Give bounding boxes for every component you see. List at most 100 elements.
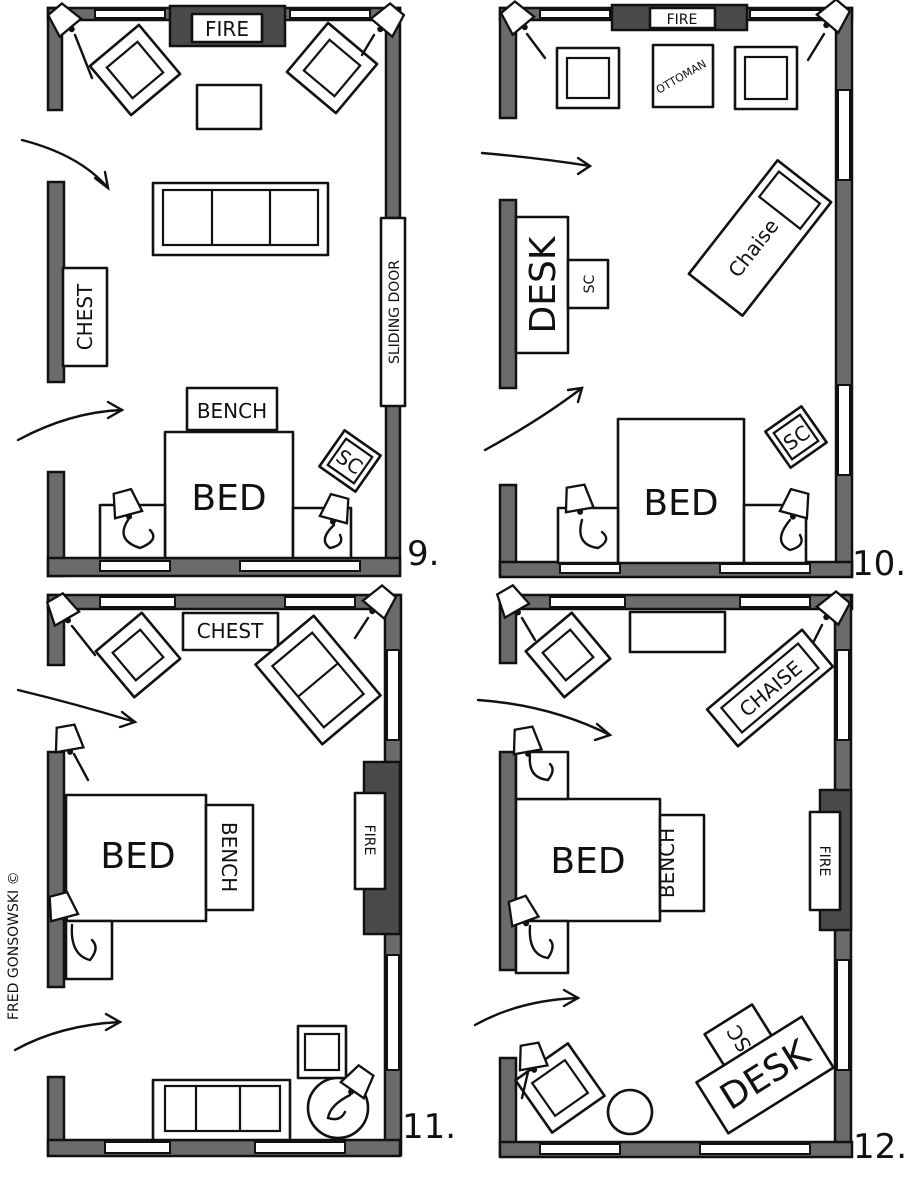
- armchair: [524, 611, 612, 699]
- window: [749, 9, 821, 19]
- armchair: [733, 45, 799, 111]
- entry-arrow-icon: [13, 1020, 122, 1052]
- bed: [64, 793, 208, 923]
- sliding-door: [379, 216, 407, 408]
- window: [739, 596, 811, 608]
- window: [386, 954, 400, 1071]
- bench-label: BENCH: [197, 399, 267, 423]
- window: [836, 649, 850, 741]
- plan-number: 9.: [407, 534, 439, 574]
- chaise-lounge: Chaise: [687, 159, 833, 317]
- window: [99, 596, 176, 608]
- lamp-icon: [50, 722, 86, 759]
- armchair: [285, 21, 379, 115]
- west-wall: [498, 198, 518, 390]
- window: [837, 384, 851, 476]
- window: [837, 89, 851, 181]
- window: [386, 649, 400, 741]
- chest-label: CHEST: [197, 619, 264, 643]
- bed: [616, 417, 746, 565]
- sofa: [151, 1078, 292, 1142]
- fireplace-hearth: [353, 791, 387, 891]
- entry-arrow-icon: [476, 698, 612, 737]
- artist-signature: FRED GONSOWSKI ©: [6, 871, 22, 1020]
- window: [94, 9, 166, 19]
- nightstand: [556, 506, 620, 565]
- bench-label: BENCH: [217, 822, 241, 892]
- entry-arrow-icon: [480, 151, 592, 168]
- plan-9: FIRE CHEST SLIDI: [16, 0, 439, 578]
- east-wall: [384, 403, 402, 577]
- armchair: [296, 1024, 348, 1080]
- window: [836, 959, 850, 1071]
- side-chair-label: SC: [582, 274, 598, 293]
- round-side-table: [606, 1088, 654, 1136]
- window: [239, 560, 361, 572]
- fireplace-hearth: [648, 6, 717, 30]
- bench: [658, 813, 706, 913]
- chaise-lounge: CHAISE: [705, 628, 835, 748]
- window: [284, 596, 356, 608]
- window: [254, 1141, 346, 1154]
- window: [104, 1141, 171, 1154]
- nightstand: [514, 750, 570, 801]
- west-wall: [46, 750, 66, 989]
- plan-11: CHEST BED BENCH FIRE: [13, 581, 456, 1158]
- window: [559, 563, 621, 574]
- bed-label: BED: [100, 836, 175, 877]
- chest: [61, 266, 109, 368]
- window: [699, 1143, 811, 1155]
- bed: [163, 430, 295, 560]
- window: [289, 9, 371, 19]
- window: [99, 560, 171, 572]
- west-wall: [498, 750, 518, 972]
- chest: [181, 611, 280, 652]
- side-chair: [566, 258, 610, 310]
- side-chair: SC: [318, 429, 382, 493]
- west-wall: [498, 1056, 518, 1157]
- south-wall: [46, 1138, 402, 1158]
- armchair: [88, 23, 182, 117]
- bed: [514, 797, 662, 923]
- bed-label: BED: [191, 478, 266, 519]
- window: [549, 596, 626, 608]
- entry-arrow-icon: [16, 688, 137, 724]
- fireplace-label: FIRE: [205, 17, 249, 41]
- desk-label: DESK: [523, 235, 564, 333]
- sliding-door-label: SLIDING DOOR: [387, 260, 403, 364]
- fireplace-label: FIRE: [361, 825, 377, 856]
- entry-arrow-icon: [483, 386, 584, 452]
- armchair: [555, 46, 621, 110]
- entry-arrow-icon: [473, 996, 580, 1027]
- window: [719, 563, 811, 574]
- fireplace-hearth: [190, 12, 264, 44]
- fireplace-label: FIRE: [816, 846, 832, 877]
- armchair: [94, 611, 182, 699]
- fireplace-hearth: [808, 810, 842, 912]
- west-wall: [46, 180, 66, 384]
- bed-label: BED: [550, 841, 625, 882]
- plan-number: 11.: [402, 1107, 456, 1147]
- bench-label: BENCH: [655, 828, 679, 898]
- coffee-table: [195, 83, 263, 131]
- plan-12: CHAISE BED BENCH FIRE SC: [473, 581, 907, 1167]
- window: [539, 9, 611, 19]
- ottoman: [651, 43, 715, 109]
- plan-number: 10.: [852, 544, 906, 584]
- sofa: [151, 181, 330, 257]
- plan-number: 12.: [853, 1127, 907, 1167]
- entry-arrow-icon: [16, 408, 124, 442]
- nightstand: [64, 919, 114, 981]
- plan-10: FIRE OTTOMAN DESK SC Chaise: [480, 0, 906, 584]
- bed-label: BED: [643, 483, 718, 524]
- loveseat: [254, 614, 382, 746]
- fireplace-label: FIRE: [667, 12, 698, 28]
- east-wall: [384, 6, 402, 220]
- side-chair: SC: [764, 405, 828, 469]
- entry-arrow-icon: [20, 138, 110, 190]
- nightstand: [514, 919, 570, 975]
- bench: [204, 803, 255, 912]
- console-table: [628, 610, 727, 654]
- chest-label: CHEST: [73, 283, 97, 350]
